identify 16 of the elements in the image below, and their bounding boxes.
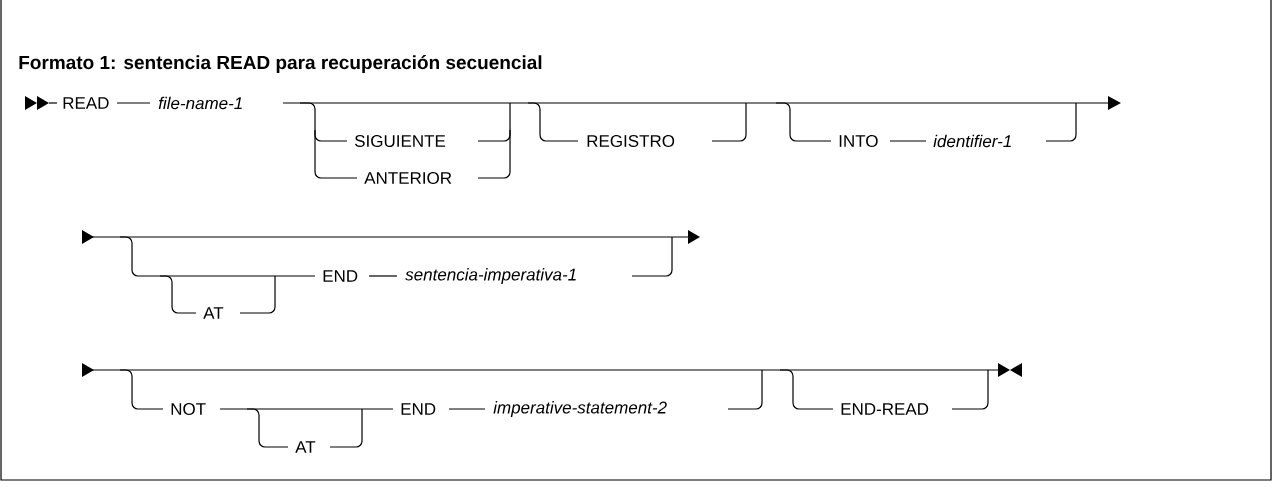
syntax-variable: sentencia-imperativa-1 — [405, 268, 576, 284]
title: Formato 1: sentencia READ para recuperación secuencial — [19, 55, 542, 73]
syntax-variable: imperative-statement-2 — [493, 401, 667, 417]
syntax-keyword: END — [401, 403, 436, 415]
syntax-variable: identifier-1 — [933, 134, 1011, 148]
syntax-keyword: REGISTRO — [587, 134, 675, 147]
syntax-keyword: AT — [295, 441, 316, 453]
syntax-keyword: READ — [63, 97, 109, 109]
syntax-keyword: NOT — [171, 402, 206, 415]
syntax-keyword: INTO — [839, 134, 878, 147]
syntax-keyword: ANTERIOR — [364, 171, 452, 184]
syntax-keyword: AT — [203, 307, 224, 319]
syntax-variable: file-name-1 — [158, 96, 242, 110]
syntax-keyword: SIGUIENTE — [355, 134, 446, 147]
syntax-keyword: END-READ — [841, 403, 929, 415]
syntax-keyword: END — [323, 270, 358, 282]
